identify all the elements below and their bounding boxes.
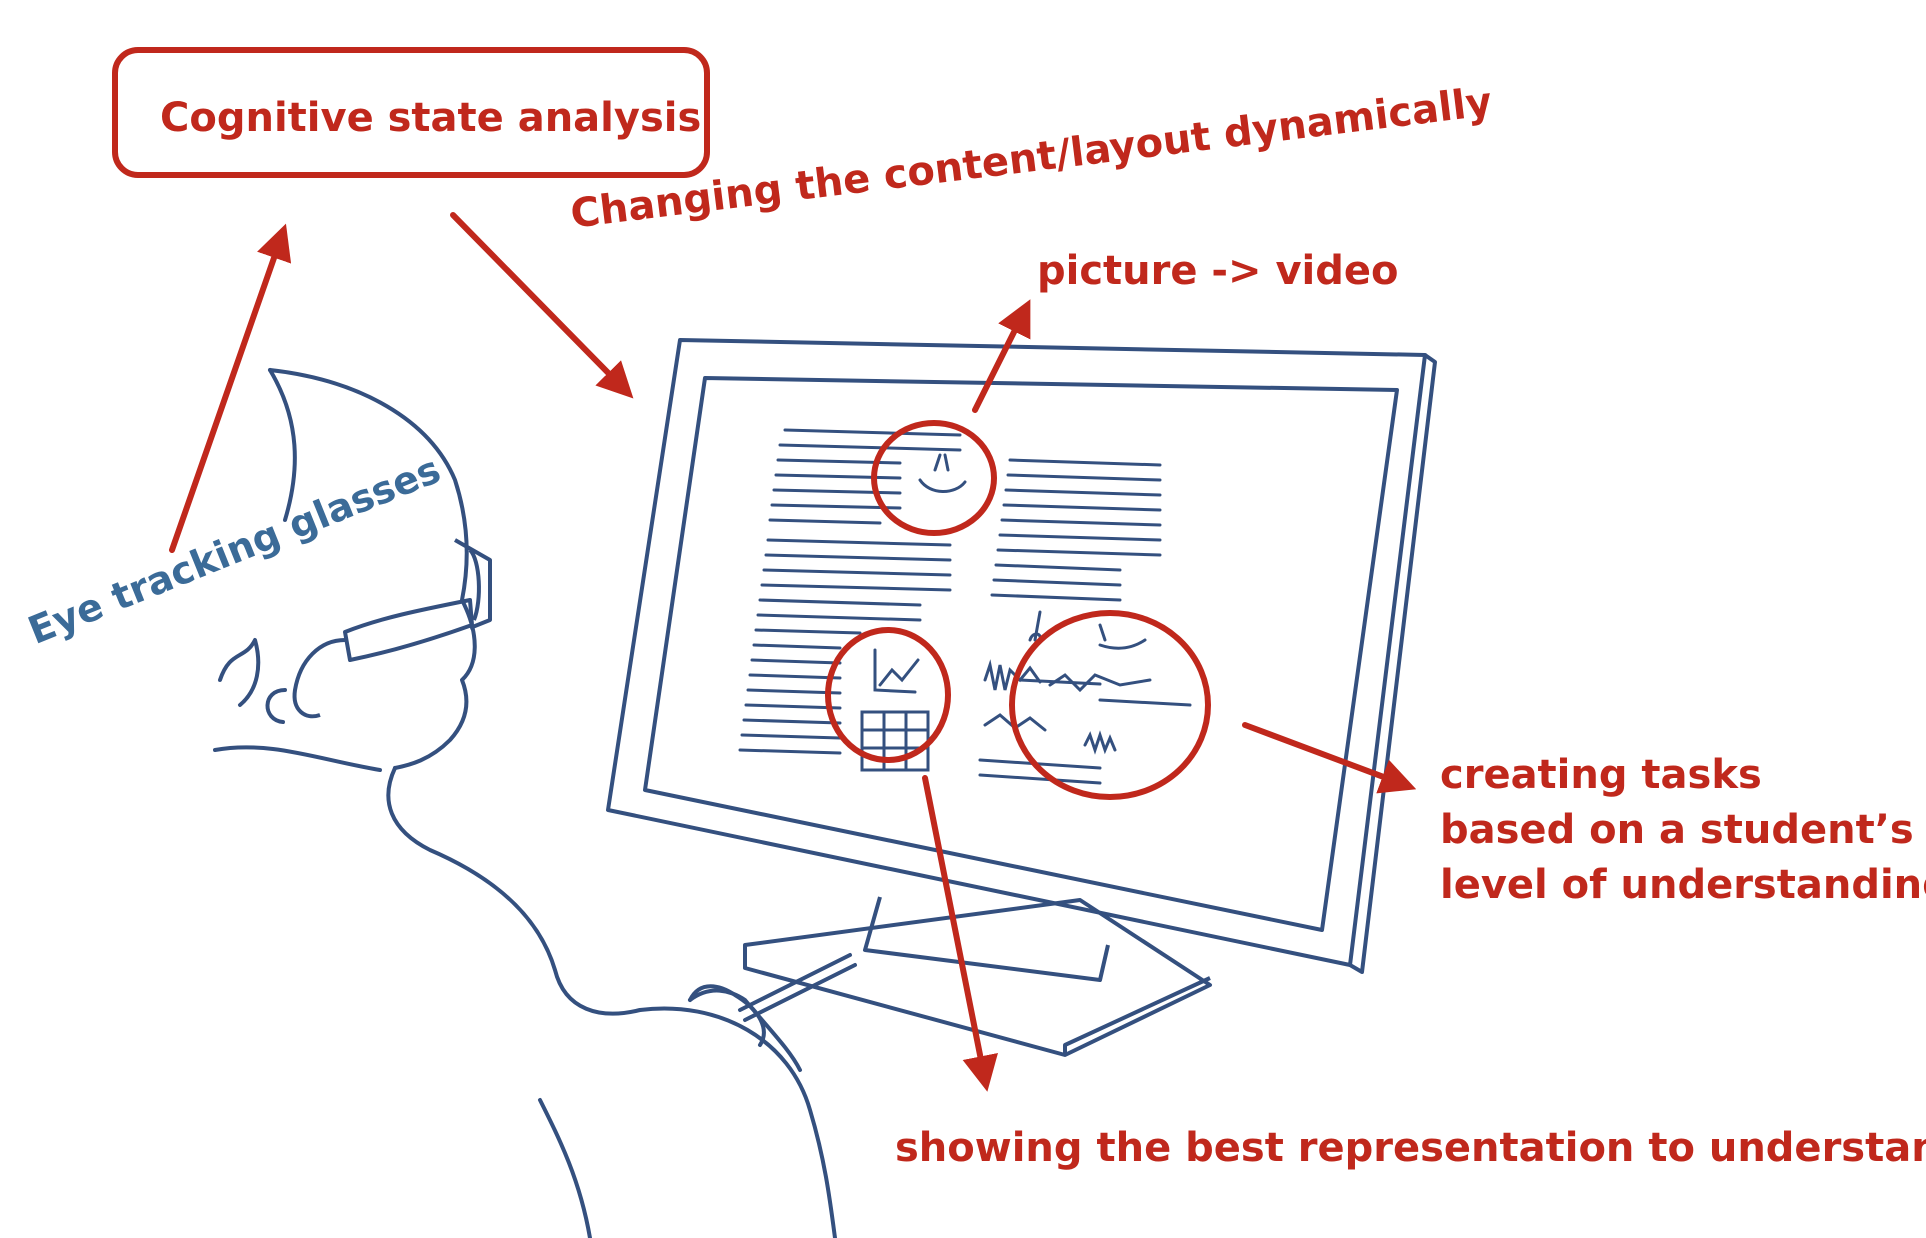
cognitive-state-box: [112, 47, 710, 178]
screen-text-lines: [738, 428, 1192, 785]
text-line: [760, 583, 952, 592]
text-line: [1098, 698, 1192, 707]
glasses-band: [343, 598, 474, 662]
signal-sketch-1: [983, 659, 1042, 691]
hair-stroke: [218, 638, 261, 707]
annotation-arrows: [169, 212, 1417, 1092]
text-line: [744, 703, 842, 710]
text-line: [992, 578, 1122, 587]
text-line: [764, 553, 952, 562]
text-line: [766, 538, 952, 547]
text-line: [762, 568, 952, 577]
highlight-circles: [825, 420, 1211, 800]
text-line: [1006, 473, 1162, 482]
eye-tracking-glasses: [292, 538, 492, 719]
text-line: [1002, 503, 1162, 512]
text-line: [754, 628, 862, 635]
text-line: [990, 593, 1122, 602]
signal-highlight: [1009, 610, 1211, 800]
picture-to-video-label: picture -> video: [1037, 248, 1399, 294]
arrow-to-tasks: [1242, 722, 1417, 794]
earpiece: [292, 638, 346, 719]
tasks-line-1: creating tasks: [1440, 752, 1762, 798]
text-line: [738, 748, 842, 755]
shoulder-line: [213, 745, 382, 772]
monitor-bezel: [606, 338, 1427, 967]
text-line: [758, 598, 922, 607]
text-line: [1004, 488, 1162, 497]
arrow-picture-to-video: [972, 299, 1031, 413]
cognitive-state-label: Cognitive state analysis: [160, 95, 702, 141]
signal-sketch-2: [1048, 673, 1152, 693]
hand: [688, 984, 766, 1047]
monitor: [606, 338, 1437, 1057]
lower-back: [538, 1098, 592, 1238]
tasks-line-3: level of understanding: [1440, 862, 1926, 908]
pen: [688, 953, 857, 1047]
monitor-screen: [643, 376, 1399, 932]
monitor-base-edge: [743, 958, 1211, 1055]
text-line: [1008, 458, 1162, 467]
text-line: [756, 613, 922, 622]
best-representation-label: showing the best representation to under…: [895, 1125, 1926, 1171]
table-grid: [860, 710, 930, 772]
text-line: [774, 473, 902, 480]
tasks-line-2: based on a student’s: [1440, 807, 1914, 853]
text-line: [1000, 518, 1162, 527]
text-line: [770, 503, 902, 510]
creating-tasks-label: creating tasks based on a student’s leve…: [1440, 748, 1926, 913]
text-line: [978, 773, 1102, 785]
picture-sketch: [918, 453, 967, 493]
monitor-side: [1348, 353, 1437, 974]
torso-line: [638, 1006, 837, 1238]
back-of-head: [268, 368, 297, 522]
text-line: [776, 458, 902, 465]
line-chart-sketch: [873, 648, 920, 694]
ear: [265, 688, 287, 724]
head-outline: [268, 368, 477, 770]
text-line: [746, 688, 842, 695]
arrow-to-representation: [922, 775, 998, 1092]
text-line: [742, 718, 842, 725]
monitor-neck: [863, 896, 1110, 982]
text-line: [978, 758, 1102, 770]
arrow-analysis-to-monitor: [450, 212, 634, 399]
picture-highlight: [871, 420, 997, 536]
signal-sketch-4: [1083, 730, 1117, 755]
neck-line: [386, 766, 642, 1016]
text-line: [772, 488, 902, 495]
text-line: [783, 428, 962, 437]
note-sketch: [1028, 610, 1147, 650]
text-line: [998, 533, 1162, 542]
text-line: [748, 673, 842, 680]
chart-highlight: [825, 627, 951, 763]
text-line: [740, 733, 842, 740]
pen-body-edge: [743, 963, 857, 1022]
arrow-glasses-to-analysis: [169, 223, 292, 553]
text-line: [778, 443, 962, 452]
text-line: [750, 658, 842, 665]
text-line: [994, 563, 1122, 572]
pen-body: [738, 953, 852, 1012]
text-line: [768, 518, 882, 525]
glasses-lens: [468, 548, 481, 621]
screen-sketches: [860, 453, 1152, 772]
text-line: [752, 643, 842, 650]
text-line: [996, 548, 1162, 557]
